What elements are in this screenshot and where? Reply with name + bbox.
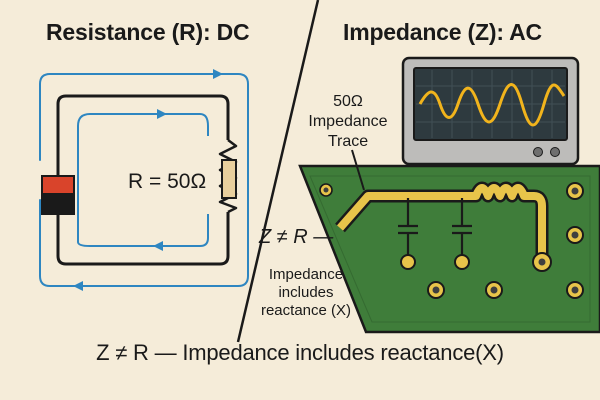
via-icon	[319, 182, 584, 299]
capacitor-icon	[452, 198, 472, 270]
dc-resistance-title: Resistance (R): DC	[46, 19, 250, 45]
scope-knob	[533, 147, 543, 157]
trace-label-line: Impedance	[308, 113, 388, 130]
current-flow-arrows	[39, 69, 249, 291]
trace-label-line: Trace	[327, 133, 369, 150]
reactance-note-line: includes	[278, 284, 334, 301]
trace-label: 50Ω Impedance Trace	[287, 92, 409, 152]
trace-label-leader	[351, 149, 365, 191]
resistor-equation: R = 50Ω	[128, 170, 207, 193]
pcb-board	[298, 164, 600, 334]
capacitor-icon	[398, 198, 418, 270]
circuit-wire	[56, 94, 230, 266]
trace-label-line: 50Ω	[333, 93, 363, 110]
panel-divider	[236, 0, 320, 343]
resistor-icon	[218, 139, 238, 214]
scope-knob	[550, 147, 560, 157]
oscilloscope-icon	[401, 56, 580, 166]
impedance-trace	[335, 181, 552, 272]
z-not-equal-r-label: Z ≠ R —	[259, 226, 334, 248]
reactance-note-line: Impedance	[268, 266, 344, 283]
reactance-note-line: reactance (X)	[260, 302, 352, 319]
waveform-trace	[418, 83, 566, 127]
bottom-caption: Z ≠ R — Impedance includes reactance(X)	[96, 340, 504, 365]
reactance-note: Impedance includes reactance (X)	[251, 266, 361, 320]
battery-icon	[41, 175, 75, 215]
ac-impedance-title: Impedance (Z): AC	[343, 19, 542, 45]
